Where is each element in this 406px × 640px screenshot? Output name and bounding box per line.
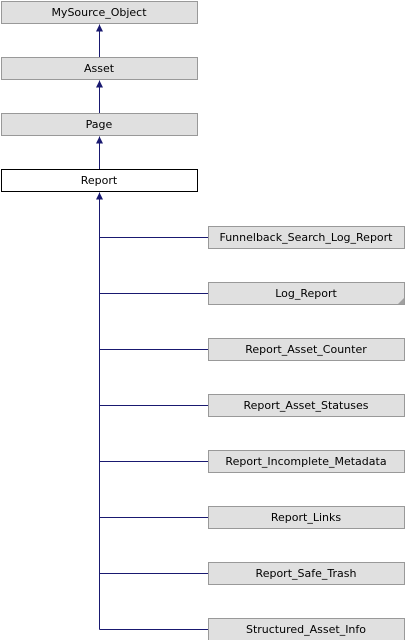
node-box bbox=[1, 1, 198, 24]
node-funnelback-search-log-report[interactable]: Funnelback_Search_Log_Report bbox=[208, 226, 405, 249]
node-box bbox=[208, 338, 405, 361]
node-label: Report_Safe_Trash bbox=[256, 567, 357, 580]
node-label: Report_Asset_Counter bbox=[245, 343, 367, 356]
node-box bbox=[208, 506, 405, 529]
node-report-safe-trash[interactable]: Report_Safe_Trash bbox=[208, 562, 405, 585]
node-box bbox=[208, 618, 405, 640]
node-label: Report_Incomplete_Metadata bbox=[225, 455, 386, 468]
node-box bbox=[208, 450, 405, 473]
node-structured-asset-info[interactable]: Structured_Asset_Info bbox=[208, 618, 405, 640]
node-label: Page bbox=[86, 118, 113, 131]
edges-layer bbox=[96, 24, 208, 630]
node-page[interactable]: Page bbox=[1, 113, 198, 136]
node-box bbox=[1, 113, 198, 136]
node-box bbox=[1, 57, 198, 80]
node-box bbox=[208, 562, 405, 585]
node-report-incomplete-metadata[interactable]: Report_Incomplete_Metadata bbox=[208, 450, 405, 473]
node-report-asset-statuses[interactable]: Report_Asset_Statuses bbox=[208, 394, 405, 417]
node-log-report[interactable]: Log_Report bbox=[208, 282, 405, 305]
node-label: Report bbox=[81, 174, 118, 187]
node-label: Structured_Asset_Info bbox=[246, 623, 366, 636]
node-label: Report_Links bbox=[271, 511, 341, 524]
node-asset[interactable]: Asset bbox=[1, 57, 198, 80]
node-box bbox=[1, 169, 198, 192]
node-label: Asset bbox=[84, 62, 115, 75]
more-indicator-icon bbox=[398, 298, 404, 304]
node-label: Report_Asset_Statuses bbox=[243, 399, 368, 412]
node-box bbox=[208, 394, 405, 417]
node-box bbox=[208, 282, 405, 305]
node-report-asset-counter[interactable]: Report_Asset_Counter bbox=[208, 338, 405, 361]
node-report-links[interactable]: Report_Links bbox=[208, 506, 405, 529]
node-report[interactable]: Report bbox=[1, 169, 198, 192]
node-box bbox=[208, 226, 405, 249]
node-mysource-object[interactable]: MySource_Object bbox=[1, 1, 198, 24]
node-label: Log_Report bbox=[275, 287, 337, 300]
node-label: MySource_Object bbox=[51, 6, 147, 19]
node-label: Funnelback_Search_Log_Report bbox=[219, 231, 393, 244]
